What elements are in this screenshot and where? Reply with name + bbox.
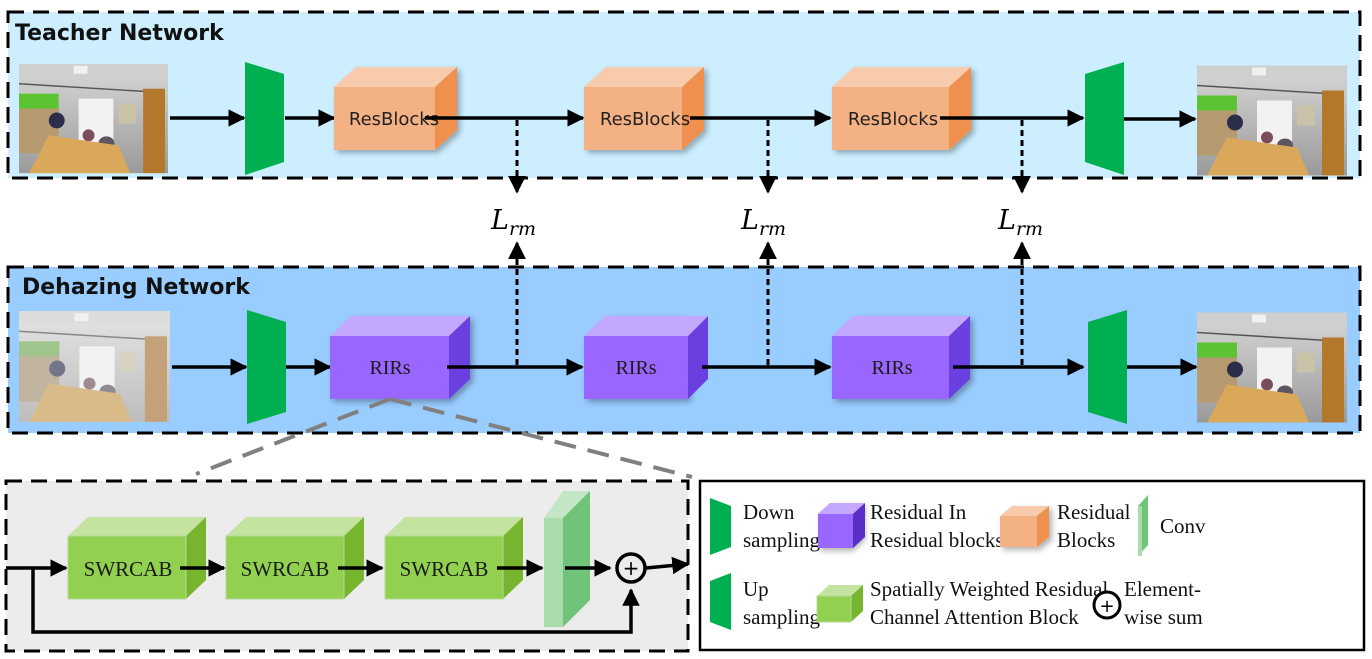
dehazing-rir-1-label: RIRs [369,357,410,379]
legend-rir-line2: Residual blocks [870,528,1004,552]
legend-resblock-line1: Residual [1057,500,1131,524]
swrcab-block-3 [384,517,523,600]
detail-skip-connection [31,568,640,634]
legend-resblock-icon [1000,506,1049,547]
swrcab-2-label: SWRCAB [241,557,330,581]
legend-resblock-line2: Blocks [1057,528,1115,552]
conv-layer [544,491,590,627]
legend-swrcab-icon [816,585,863,623]
legend-sum-symbol: + [1099,596,1114,617]
distillation-losses: Lrm Lrm Lrm [490,120,1043,365]
dehazing-upsampling [1088,310,1127,424]
dehazing-rir-3-label: RIRs [871,357,912,379]
swrcab-block-2 [225,517,364,600]
teacher-output-image [1197,65,1347,176]
legend-conv-label: Conv [1160,514,1206,538]
legend-swrcab-line1: Spatially Weighted Residual [870,577,1108,601]
legend-down-line2: sampling [743,528,820,552]
dehazing-title: Dehazing Network [22,275,251,300]
teacher-title: Teacher Network [15,21,225,46]
dehazing-rir-3 [832,316,970,399]
legend-conv-icon [1138,495,1148,556]
teacher-resblock-1 [334,67,457,150]
swrcab-1-label: SWRCAB [84,557,173,581]
legend-sum-icon [1092,590,1122,620]
teacher-network-panel: Teacher Network ResBlocks ResBlocks ResB… [6,10,1362,180]
dehazing-network-panel: Dehazing Network RIRs RIRs [6,265,1362,435]
detail-arrow-out [645,556,690,575]
dehazing-output-image [1197,312,1347,423]
dehazing-rir-1 [330,316,470,399]
sum-symbol: + [623,556,640,580]
detail-zoom-lines [195,397,693,479]
dehazing-rir-2-side [584,316,708,399]
teacher-upsampling [1085,62,1124,175]
loss-label-1: Lrm [490,205,536,240]
legend-upsampling-icon [710,573,731,630]
legend-up-line2: sampling [743,605,820,629]
swrcab-3-label: SWRCAB [400,557,489,581]
teacher-resblock-1-label: ResBlocks [349,109,439,130]
element-wise-sum [615,552,647,584]
teacher-downsampling [245,62,284,175]
legend-rir-icon-wide [818,503,865,548]
dehazing-downsampling [247,310,286,424]
legend-rir-line1: Residual In [870,500,967,524]
legend-sum-line2: wise sum [1124,605,1203,629]
teacher-resblock-3 [832,67,971,150]
swrcab-block-1 [67,517,206,600]
teacher-resblock-2-label: ResBlocks [600,109,690,130]
legend: Down sampling Residual In Residual block… [698,479,1366,652]
dehazing-input-image [19,311,170,422]
legend-up-line1: Up [743,577,769,601]
legend-sum-line1: Element- [1124,577,1201,601]
legend-downsampling-icon [710,498,731,555]
loss-label-2: Lrm [740,205,786,240]
dehazing-rir-2-label: RIRs [615,357,656,379]
teacher-input-image [19,63,168,174]
teacher-resblock-3-label: ResBlocks [848,109,938,130]
teacher-resblock-2 [584,67,704,150]
legend-swrcab-line2: Channel Attention Block [870,605,1079,629]
legend-down-line1: Down [743,500,795,524]
rir-detail-panel: SWRCAB SWRCAB SWRCAB + [4,479,690,653]
loss-label-3: Lrm [997,205,1043,240]
